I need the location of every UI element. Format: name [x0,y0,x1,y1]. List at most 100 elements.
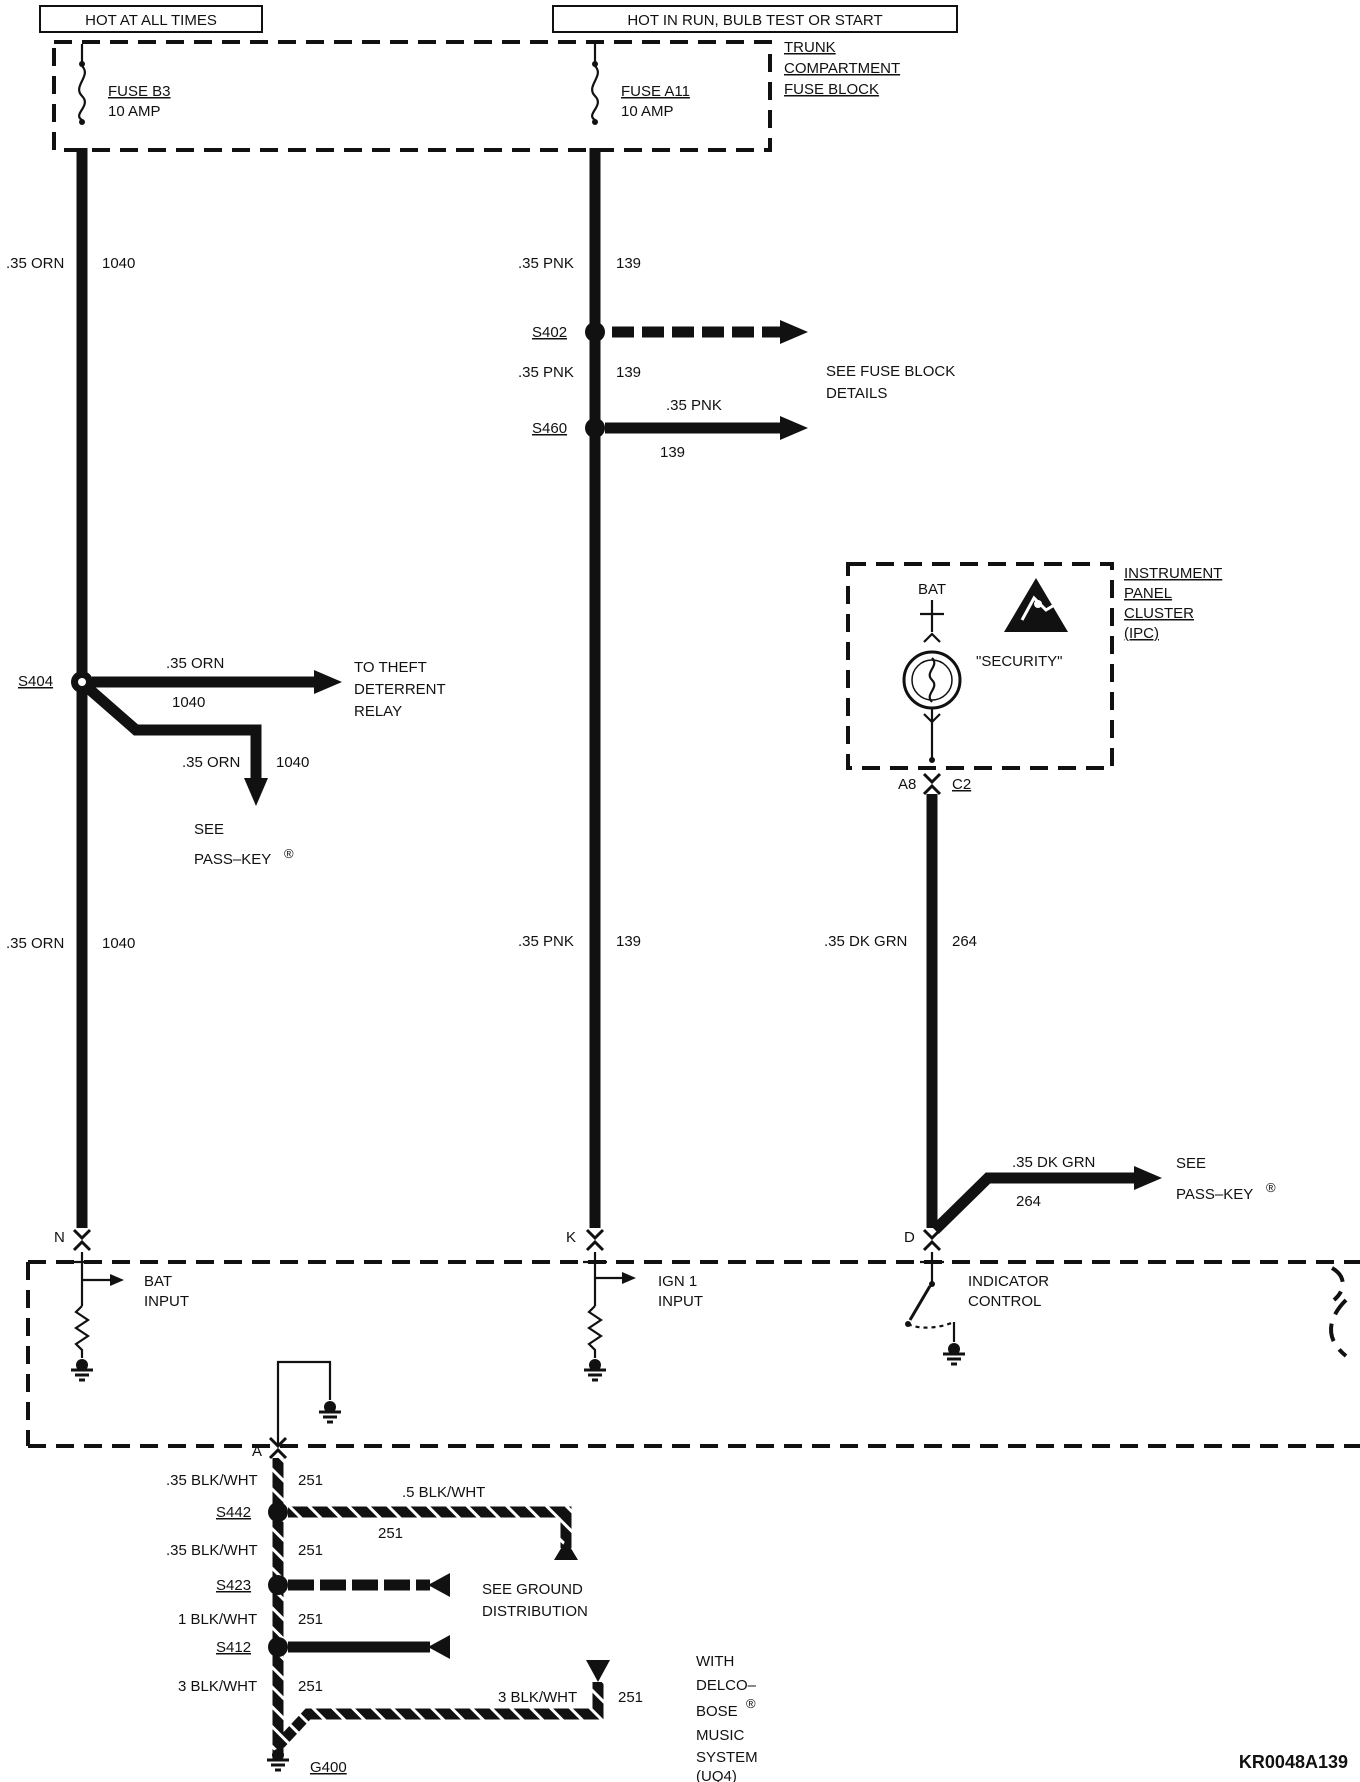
splice-s412-label: S412 [216,1639,251,1656]
splice-s423-dot [268,1575,288,1595]
wire-s442-branch [288,1506,572,1548]
ground-g400-label: G400 [310,1759,347,1776]
pass-key-2-see: SEE [1176,1155,1206,1172]
ipc-label-4: (IPC) [1124,625,1159,642]
wire-pnk-circuit-top: 139 [616,255,641,272]
header-hot-at-all-times: HOT AT ALL TIMES [85,12,217,29]
header-hot-in-run: HOT IN RUN, BULB TEST OR START [627,12,882,29]
pass-key-1-label: PASS–KEY [194,851,271,868]
module-pin-d: D [904,1229,915,1246]
bulb-icon [902,650,962,710]
ipc-bat-label: BAT [918,581,946,598]
arrow-icon [244,778,268,806]
connector-icon [585,1228,605,1252]
esd-warning-icon [1004,578,1068,632]
connector-icon [922,772,942,796]
ipc-label-3: CLUSTER [1124,605,1194,622]
splice-s402-label: S402 [532,324,567,341]
wire-blkwht-circuit-1: 251 [298,1472,323,1489]
arrow-icon [314,670,342,694]
wire-orn-circuit-bottom: 1040 [102,935,135,952]
wire-s442-circuit: 251 [378,1525,403,1542]
resistor-icon [74,1305,90,1358]
wire-delco-gauge: 3 BLK/WHT [498,1689,577,1706]
wire-pnk-circuit-mid: 139 [616,364,641,381]
connector-icon [922,1228,942,1252]
wire-to-pass-key-1 [84,683,262,780]
wire-dkgrn-gauge: .35 DK GRN [824,933,907,950]
ipc-label-1: INSTRUMENT [1124,565,1222,582]
splice-s423-label: S423 [216,1577,251,1594]
wire-passkey2-gauge: .35 DK GRN [1012,1154,1095,1171]
wire-to-pass-key-2 [931,1172,1136,1234]
arrow-icon [586,1660,610,1682]
wire-blkwht-circuit-4: 251 [298,1678,323,1695]
see-fuse-block-1: SEE FUSE BLOCK [826,363,955,380]
ipc-label-2: PANEL [1124,585,1172,602]
wire-passkey1-circuit: 1040 [276,754,309,771]
delco-reg: ® [746,1696,756,1711]
fuse-a11-rating: 10 AMP [621,103,674,120]
header-box-run [552,5,958,33]
splice-s404-label: S404 [18,673,53,690]
wire-pnk-gauge-bottom: .35 PNK [518,933,574,950]
module-pin-a: A [252,1443,262,1460]
header-box-always [39,5,263,33]
switch-icon [905,1281,955,1329]
diagram-id: KR0048A139 [1239,1752,1348,1772]
wire-pnk-circuit-bottom: 139 [616,933,641,950]
arrow-icon [780,320,808,344]
wire-s442-gauge: .5 BLK/WHT [402,1484,485,1501]
ign-input-1: IGN 1 [658,1273,697,1290]
wire-theft-gauge: .35 ORN [166,655,224,672]
module-pin-k: K [566,1229,576,1246]
splice-s442-label: S442 [216,1504,251,1521]
wire-delco-branch [275,1682,604,1748]
fuse-b3-label: FUSE B3 [108,83,171,100]
fuse-block-label-2: COMPARTMENT [784,60,900,77]
module-pin-n: N [54,1229,65,1246]
wire-pnk-gauge-top: .35 PNK [518,255,574,272]
arrow-icon [554,1540,578,1560]
ground-icon [941,1341,967,1366]
delco-label-5: SYSTEM [696,1749,758,1766]
module-outline [26,1260,1360,1448]
splice-s442-dot [268,1502,288,1522]
pass-key-2-label: PASS–KEY [1176,1186,1253,1203]
bat-input-1: BAT [144,1273,172,1290]
wire-orn-gauge-bottom: .35 ORN [6,935,64,952]
indicator-control-2: CONTROL [968,1293,1041,1310]
arrow-icon [622,1272,636,1284]
theft-relay-label-3: RELAY [354,703,402,720]
theft-relay-label-1: TO THEFT [354,659,427,676]
ground-icon [317,1399,343,1424]
pass-key-1-reg: ® [284,846,294,861]
ground-icon [265,1747,291,1772]
wire-pnk-gauge-mid: .35 PNK [518,364,574,381]
wire-orn-gauge-top: .35 ORN [6,255,64,272]
delco-label-1: WITH [696,1653,734,1670]
ground-icon [69,1357,95,1382]
splice-s460-dot [585,418,605,438]
wire-blkwht-circuit-3: 251 [298,1611,323,1628]
see-ground-1: SEE GROUND [482,1581,583,1598]
wire-theft-circuit: 1040 [172,694,205,711]
wire-s460-circuit: 139 [660,444,685,461]
delco-label-2: DELCO– [696,1677,757,1694]
ground-icon [582,1357,608,1382]
wire-passkey2-circuit: 264 [1016,1193,1041,1210]
splice-s412-dot [268,1637,288,1657]
arrow-icon [780,416,808,440]
fuse-icon [78,44,86,125]
fuse-b3-rating: 10 AMP [108,103,161,120]
indicator-control-1: INDICATOR [968,1273,1049,1290]
ipc-security-label: "SECURITY" [976,653,1063,670]
ipc-outline [846,562,1114,770]
theft-relay-label-2: DETERRENT [354,681,446,698]
delco-label-4: MUSIC [696,1727,745,1744]
see-ground-2: DISTRIBUTION [482,1603,588,1620]
ipc-pin-a8: A8 [898,776,916,793]
wire-blkwht-circuit-2: 251 [298,1542,323,1559]
bat-input-2: INPUT [144,1293,189,1310]
